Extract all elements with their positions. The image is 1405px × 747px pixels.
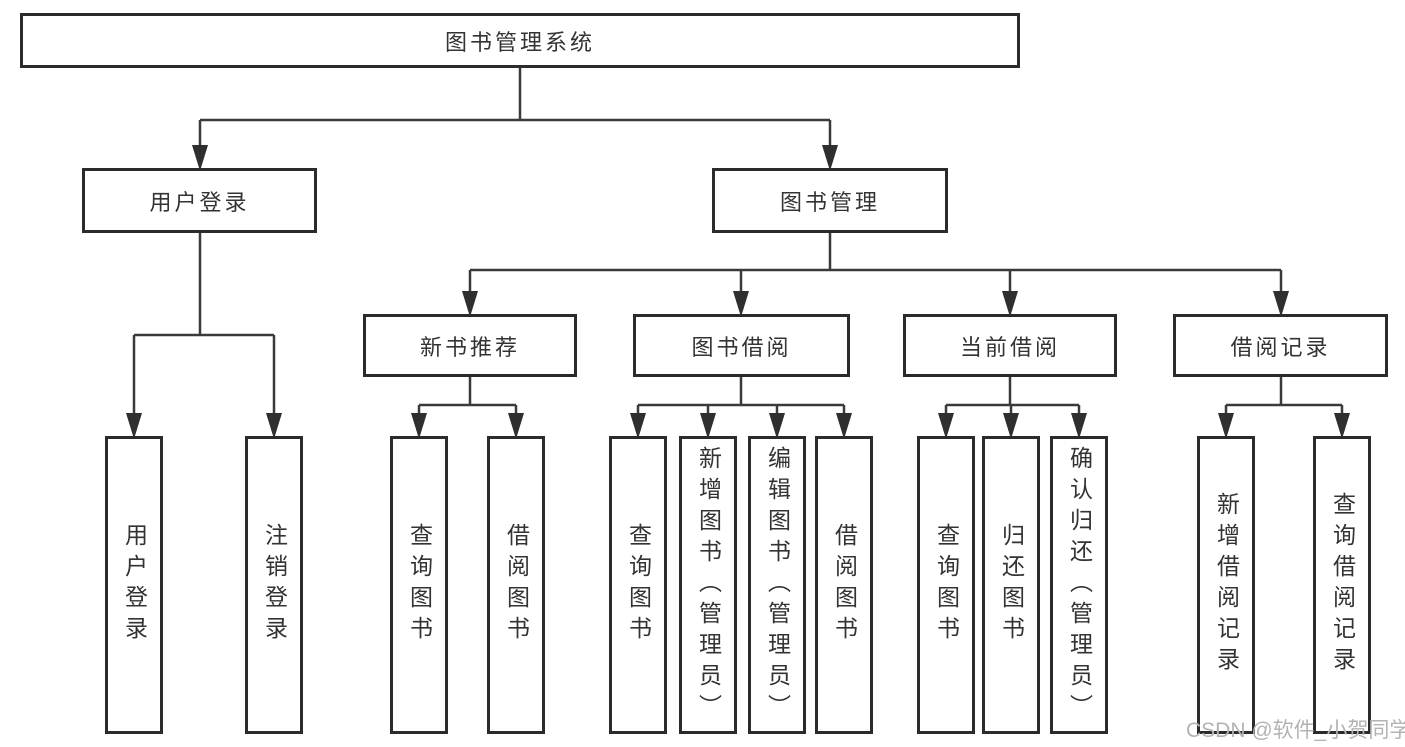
leaf-label: 新增图书（管理员） — [695, 445, 722, 725]
leaf-logout: 注销登录 — [245, 436, 303, 734]
leaf-add-books-admin: 新增图书（管理员） — [679, 436, 737, 734]
node-label: 图书借阅 — [691, 334, 792, 360]
leaf-label: 确认归还（管理员） — [1066, 445, 1093, 725]
leaf-borrow-books-recommend: 借阅图书 — [487, 436, 545, 734]
leaf-confirm-return-admin: 确认归还（管理员） — [1050, 436, 1108, 734]
node-new-book-recommend: 新书推荐 — [363, 314, 577, 377]
node-user-login: 用户登录 — [82, 168, 317, 233]
node-label: 用户登录 — [149, 189, 250, 215]
node-label: 借阅记录 — [1230, 334, 1331, 360]
leaf-user-login: 用户登录 — [105, 436, 163, 734]
node-label: 新书推荐 — [419, 334, 520, 360]
leaf-edit-books-admin: 编辑图书（管理员） — [748, 436, 806, 734]
leaf-label: 借阅图书 — [831, 523, 858, 647]
node-label: 图书管理系统 — [444, 29, 595, 55]
leaf-label: 查询图书 — [933, 523, 960, 647]
node-label: 当前借阅 — [959, 334, 1060, 360]
leaf-label: 归还图书 — [998, 523, 1025, 647]
leaf-label: 编辑图书（管理员） — [764, 445, 791, 725]
leaf-label: 用户登录 — [121, 523, 148, 647]
leaf-query-books-current: 查询图书 — [917, 436, 975, 734]
leaf-add-borrow-record: 新增借阅记录 — [1197, 436, 1255, 734]
leaf-label: 查询图书 — [406, 523, 433, 647]
leaf-label: 新增借阅记录 — [1213, 492, 1240, 678]
node-book-borrow: 图书借阅 — [633, 314, 850, 377]
leaf-label: 借阅图书 — [503, 523, 530, 647]
leaf-label: 查询图书 — [625, 523, 652, 647]
leaf-query-books-recommend: 查询图书 — [390, 436, 448, 734]
node-borrow-records: 借阅记录 — [1173, 314, 1388, 377]
leaf-label: 注销登录 — [261, 523, 288, 647]
leaf-label: 查询借阅记录 — [1329, 492, 1356, 678]
node-library-system: 图书管理系统 — [20, 13, 1020, 68]
node-current-borrow: 当前借阅 — [903, 314, 1117, 377]
csdn-watermark: CSDN @软件_小贺同学 — [1186, 719, 1405, 742]
node-book-management: 图书管理 — [712, 168, 948, 233]
arrowheads — [126, 145, 1350, 439]
leaf-query-borrow-record: 查询借阅记录 — [1313, 436, 1371, 734]
leaf-query-books-borrow: 查询图书 — [609, 436, 667, 734]
node-label: 图书管理 — [779, 189, 880, 215]
leaf-borrow-books: 借阅图书 — [815, 436, 873, 734]
leaf-return-books: 归还图书 — [982, 436, 1040, 734]
